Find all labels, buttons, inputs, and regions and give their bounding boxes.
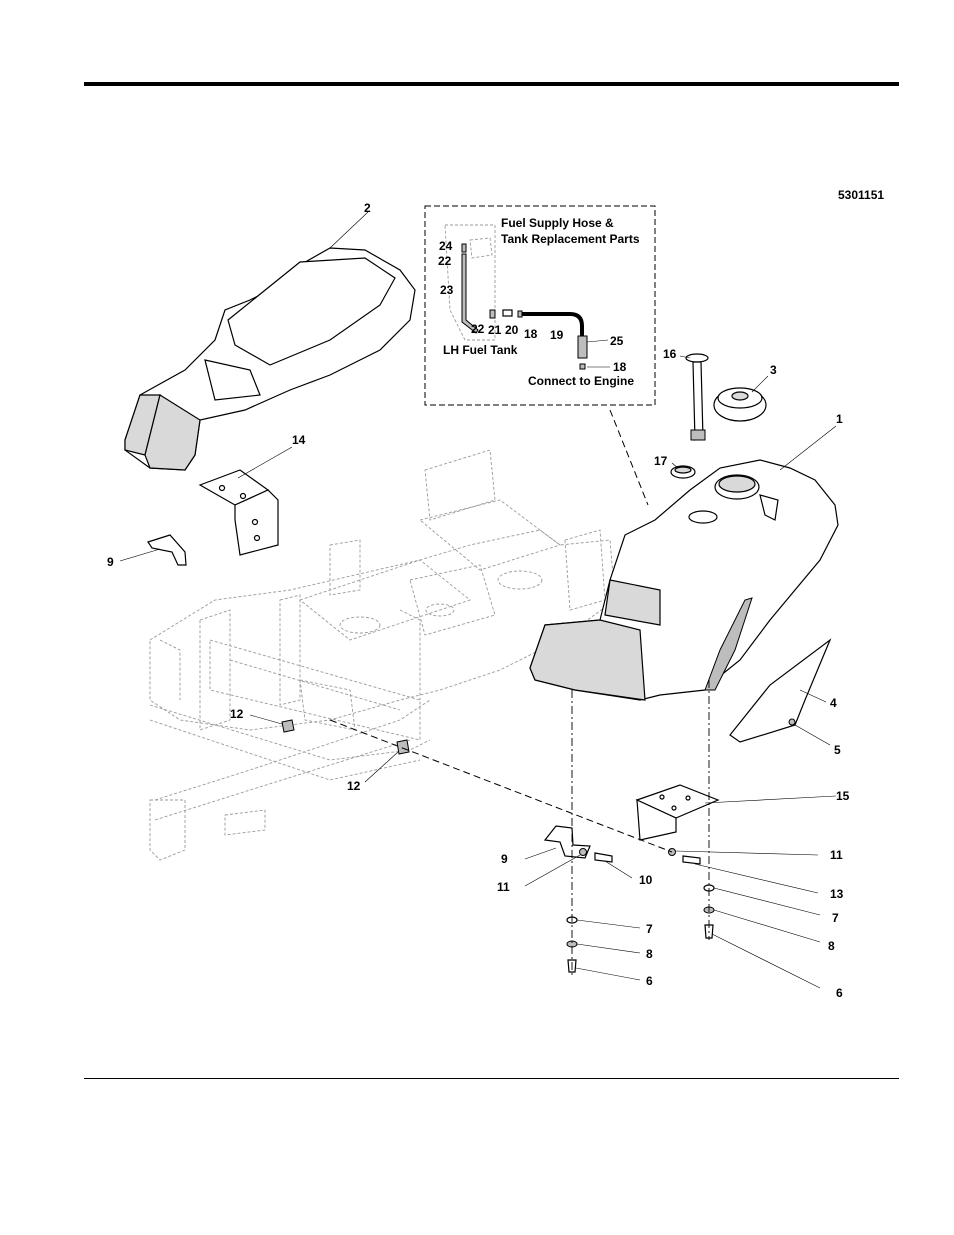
callout-1: 1 <box>836 412 843 426</box>
callout-8-right: 8 <box>828 939 835 953</box>
inset-caption-line2: Tank Replacement Parts <box>501 232 640 246</box>
callout-22-upper: 22 <box>438 254 452 268</box>
callout-5: 5 <box>834 743 841 757</box>
fuel-cap-part <box>714 376 768 421</box>
callout-17: 17 <box>654 454 668 468</box>
callout-11-left: 11 <box>497 880 510 894</box>
callout-24: 24 <box>439 239 453 253</box>
rear-tank-bracket-part <box>637 785 836 840</box>
callout-6-left: 6 <box>646 974 653 988</box>
fender-bracket-part <box>200 447 292 555</box>
callout-18-lower: 18 <box>613 360 627 374</box>
callout-21: 21 <box>488 323 502 337</box>
callout-9-left: 9 <box>107 555 114 569</box>
callout-13: 13 <box>830 887 844 901</box>
mount-hardware-stack-left <box>567 917 640 980</box>
side-shield-part <box>730 640 830 742</box>
small-bracket-part-lower <box>525 826 632 886</box>
inset-engine-label: Connect to Engine <box>528 374 634 388</box>
callout-12-lower: 12 <box>347 779 361 793</box>
callout-22-lower: 22 <box>471 322 485 336</box>
callout-7-right: 7 <box>832 911 839 925</box>
callout-18-upper: 18 <box>524 327 538 341</box>
small-bracket-part-left <box>120 535 186 565</box>
callout-11-right: 11 <box>830 848 843 862</box>
callout-14: 14 <box>292 433 306 447</box>
callout-12-left: 12 <box>230 707 244 721</box>
rh-fuel-tank-fender-part <box>125 212 415 470</box>
callout-23: 23 <box>440 283 454 297</box>
callout-3: 3 <box>770 363 777 377</box>
callout-25: 25 <box>610 334 624 348</box>
callout-10: 10 <box>639 873 653 887</box>
callout-4: 4 <box>830 696 837 710</box>
inset-caption-line1: Fuel Supply Hose & <box>501 216 614 230</box>
inset-tank-label: LH Fuel Tank <box>443 343 518 357</box>
callout-16: 16 <box>663 347 677 361</box>
mount-hardware-stack-right <box>704 885 820 988</box>
grommet-part <box>671 463 695 478</box>
callout-15: 15 <box>836 789 850 803</box>
callout-6-right: 6 <box>836 986 843 1000</box>
callout-19: 19 <box>550 328 564 342</box>
bolt-washer-right <box>669 849 819 894</box>
callout-9-lower: 9 <box>501 852 508 866</box>
fuel-gauge-sender-part <box>680 354 708 440</box>
callout-2: 2 <box>364 201 371 215</box>
callout-7-left: 7 <box>646 922 653 936</box>
footer-rule <box>84 1078 899 1079</box>
callout-20: 20 <box>505 323 519 337</box>
screw-part-5 <box>789 719 830 745</box>
callout-8-left: 8 <box>646 947 653 961</box>
